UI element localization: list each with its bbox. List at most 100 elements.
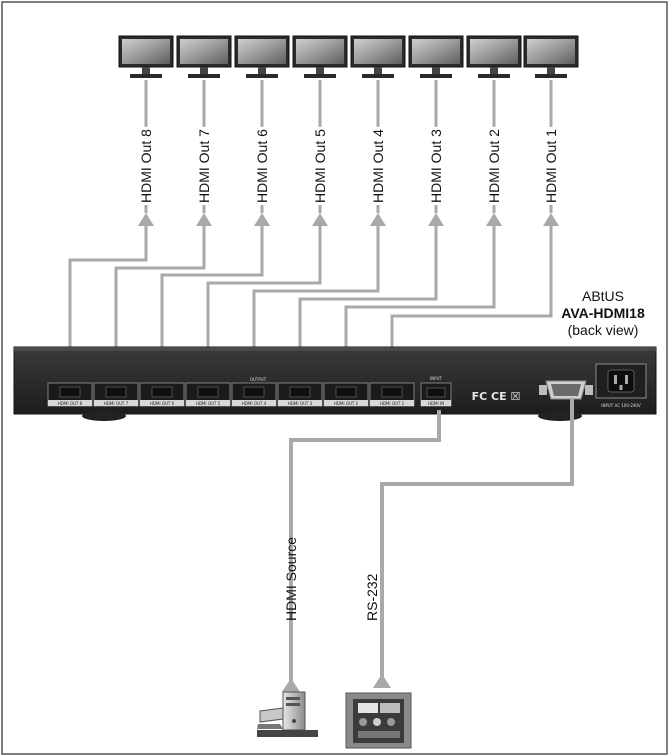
cable-out-5	[206, 226, 322, 372]
output-port-3: HDMI OUT 3	[277, 382, 323, 407]
rs232-label: RS-232	[364, 573, 380, 621]
output-port-5-strip	[186, 400, 230, 406]
input-port-label: HDMI IN	[428, 401, 444, 406]
output-label-5: HDMI Out 5	[312, 129, 328, 203]
computer-power-led	[292, 719, 296, 723]
arrow-out-6	[254, 213, 270, 226]
output-port-8-socket	[59, 386, 81, 398]
monitor-1-screen	[527, 39, 575, 64]
power-pin-right	[625, 375, 628, 384]
output-port-6-socket	[151, 386, 173, 398]
control-panel-tile-1	[358, 703, 378, 713]
monitor-4-neck	[374, 67, 382, 74]
monitor-7-base	[188, 74, 220, 78]
computer-drive-bay-2	[286, 703, 300, 706]
arrow-out-2	[486, 213, 502, 226]
cable-out-6	[160, 226, 264, 372]
output-port-2-socket	[335, 386, 357, 398]
monitor-5-neck	[316, 67, 324, 74]
monitor-6-screen	[238, 39, 286, 64]
output-port-2-label: HDMI OUT 2	[334, 401, 359, 406]
computer-drive-bay-1	[286, 697, 300, 700]
device-view: (back view)	[568, 322, 639, 338]
power-pin-ground	[619, 385, 623, 390]
output-port-1-label: HDMI OUT 1	[380, 401, 405, 406]
hdmi-source-cable	[289, 410, 441, 690]
arrow-out-4	[370, 213, 386, 226]
monitor-6-neck	[258, 67, 266, 74]
output-label-6-backing	[252, 126, 272, 205]
monitor-7-neck	[200, 67, 208, 74]
output-port-2-strip	[324, 400, 368, 406]
serial-screw-left	[539, 385, 547, 395]
monitor-4-base	[362, 74, 394, 78]
output-port-7-socket	[105, 386, 127, 398]
monitor-3-screen	[412, 39, 460, 64]
output-port-3-strip	[278, 400, 322, 406]
computer-monitor	[259, 707, 284, 723]
monitor-2-base	[478, 74, 510, 78]
serial-screw-right	[585, 385, 593, 395]
output-port-4: HDMI OUT 4	[231, 382, 277, 407]
output-label-5-backing	[310, 126, 330, 205]
output-label-7-backing	[194, 126, 214, 205]
device-foot-right	[538, 411, 582, 421]
monitor-6-base	[246, 74, 278, 78]
control-panel-icon	[345, 692, 412, 749]
output-port-2: HDMI OUT 2	[323, 382, 369, 407]
power-pin-left	[614, 375, 617, 384]
control-panel-button-2	[373, 718, 381, 726]
monitor-3-base	[420, 74, 452, 78]
cable-out-4	[252, 226, 380, 372]
control-panel-bar	[358, 731, 400, 738]
output-port-7: HDMI OUT 7	[93, 382, 139, 407]
cable-out-7	[114, 226, 206, 372]
output-port-8: HDMI OUT 8	[47, 382, 93, 407]
input-header: INPUT	[430, 376, 443, 381]
output-port-8-label: HDMI OUT 8	[58, 401, 83, 406]
output-port-4-strip	[232, 400, 276, 406]
output-label-7: HDMI Out 7	[196, 129, 212, 203]
input-port-strip	[421, 400, 451, 406]
cable-out-1	[390, 226, 553, 372]
output-port-6-strip	[140, 400, 184, 406]
output-header: OUTPUT	[250, 377, 267, 382]
monitor-group	[118, 35, 579, 78]
output-port-5-socket	[197, 386, 219, 398]
cable-group	[68, 80, 559, 372]
monitor-8-screen	[122, 39, 170, 64]
device-foot-left	[82, 411, 126, 421]
power-label: INPUT AC 100-240V	[601, 403, 641, 408]
output-label-4-backing	[368, 126, 388, 205]
output-port-5-label: HDMI OUT 5	[196, 401, 221, 406]
output-label-8: HDMI Out 8	[138, 129, 154, 203]
output-label-1-backing	[541, 126, 561, 205]
cable-out-2	[344, 226, 496, 372]
output-label-1: HDMI Out 1	[543, 129, 559, 203]
monitor-4-screen	[354, 39, 402, 64]
output-label-8-backing	[136, 126, 156, 205]
monitor-3-neck	[432, 67, 440, 74]
control-panel-button-3	[387, 718, 395, 726]
output-port-4-label: HDMI OUT 4	[242, 401, 267, 406]
monitor-icon	[523, 35, 579, 78]
monitor-2-screen	[470, 39, 518, 64]
output-port-7-label: HDMI OUT 7	[104, 401, 129, 406]
serial-socket	[551, 384, 581, 396]
cable-out-3	[298, 226, 438, 372]
device-brand: ABtUS	[582, 288, 624, 304]
control-panel-button-1	[359, 718, 367, 726]
output-label-2-backing	[484, 126, 504, 205]
output-label-2: HDMI Out 2	[486, 129, 502, 203]
monitor-icon	[350, 35, 406, 78]
computer-base	[257, 724, 283, 729]
output-label-3-backing	[426, 126, 446, 205]
power-inlet: INPUT AC 100-240V	[595, 363, 647, 408]
serial-port	[539, 380, 593, 400]
monitor-icon	[466, 35, 522, 78]
